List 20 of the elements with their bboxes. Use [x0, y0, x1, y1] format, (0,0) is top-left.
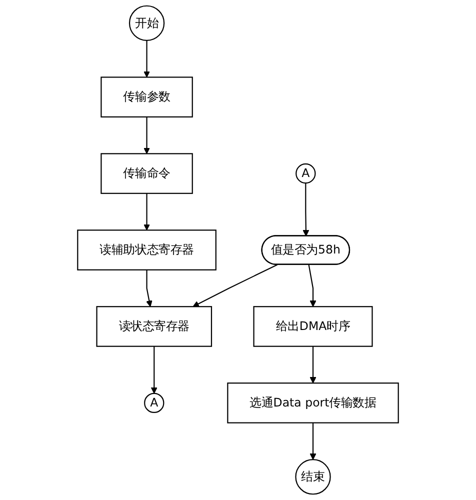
arrow	[308, 264, 316, 307]
node-box: 读状态寄存器	[96, 306, 212, 347]
node-circle: 开始	[128, 5, 165, 41]
node-circle: A	[296, 163, 316, 184]
node-circle: A	[144, 392, 164, 414]
arrow	[144, 193, 150, 230]
arrow	[192, 264, 278, 307]
arrow	[144, 40, 150, 78]
arrow	[302, 183, 310, 236]
node-box: 读辅助状态寄存器	[77, 230, 216, 270]
node-box: 传输参数	[100, 76, 193, 118]
node-box: 给出DMA时序	[253, 306, 373, 347]
arrow	[310, 422, 316, 460]
arrow	[146, 270, 152, 307]
node-circle: 结束	[295, 459, 331, 495]
node-box: 选通Data port传输数据	[227, 382, 399, 424]
node-box: 传输命令	[100, 153, 193, 194]
arrow	[150, 346, 158, 394]
arrow	[310, 346, 316, 384]
arrow	[144, 116, 150, 154]
